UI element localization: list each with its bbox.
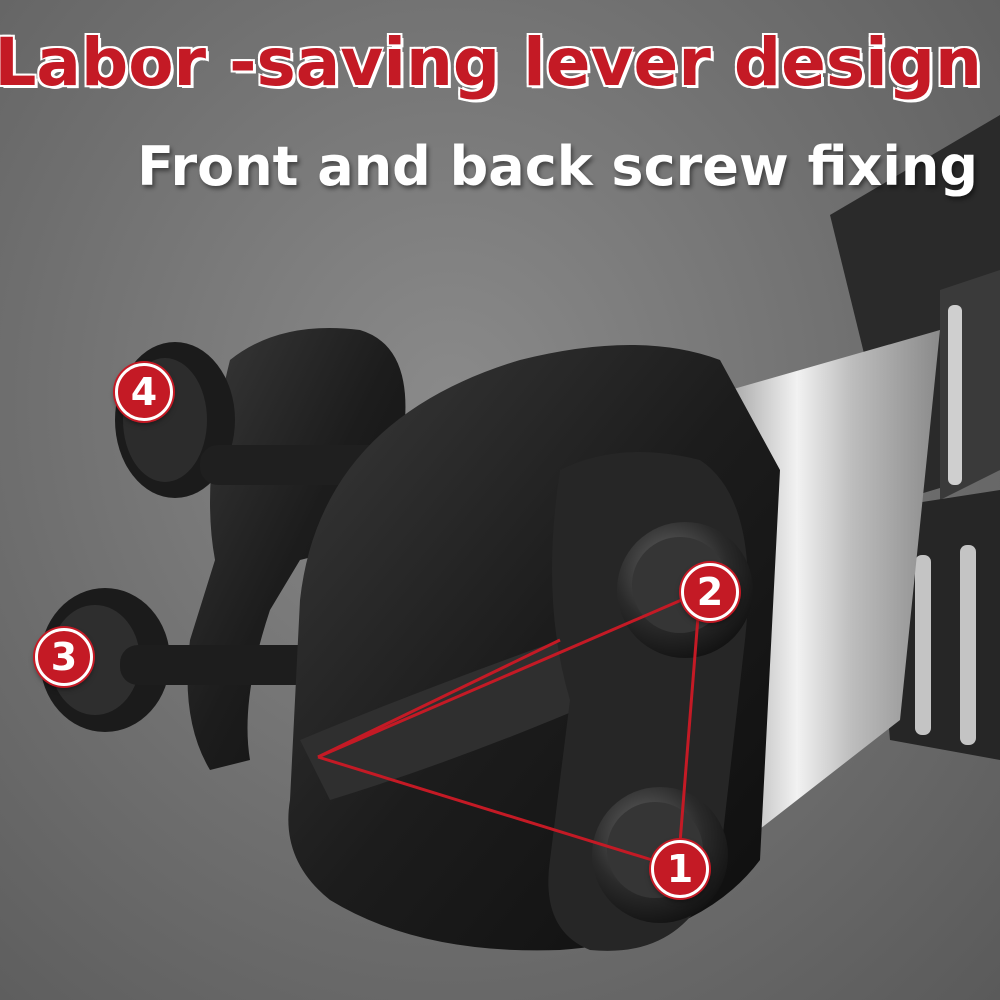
headline: Labor -saving lever design — [0, 24, 982, 101]
grip-ridge — [915, 555, 931, 735]
marker-4: 4 — [115, 363, 173, 421]
marker-1: 1 — [651, 840, 709, 898]
pin-shaft-3 — [120, 645, 320, 685]
grip-ridge — [960, 545, 976, 745]
grip-ridge — [948, 305, 962, 485]
cutting-jaw — [300, 640, 600, 800]
marker-3: 3 — [35, 628, 93, 686]
subline: Front and back screw fixing — [137, 135, 978, 198]
lever-triangle — [317, 590, 702, 870]
marker-2: 2 — [681, 563, 739, 621]
